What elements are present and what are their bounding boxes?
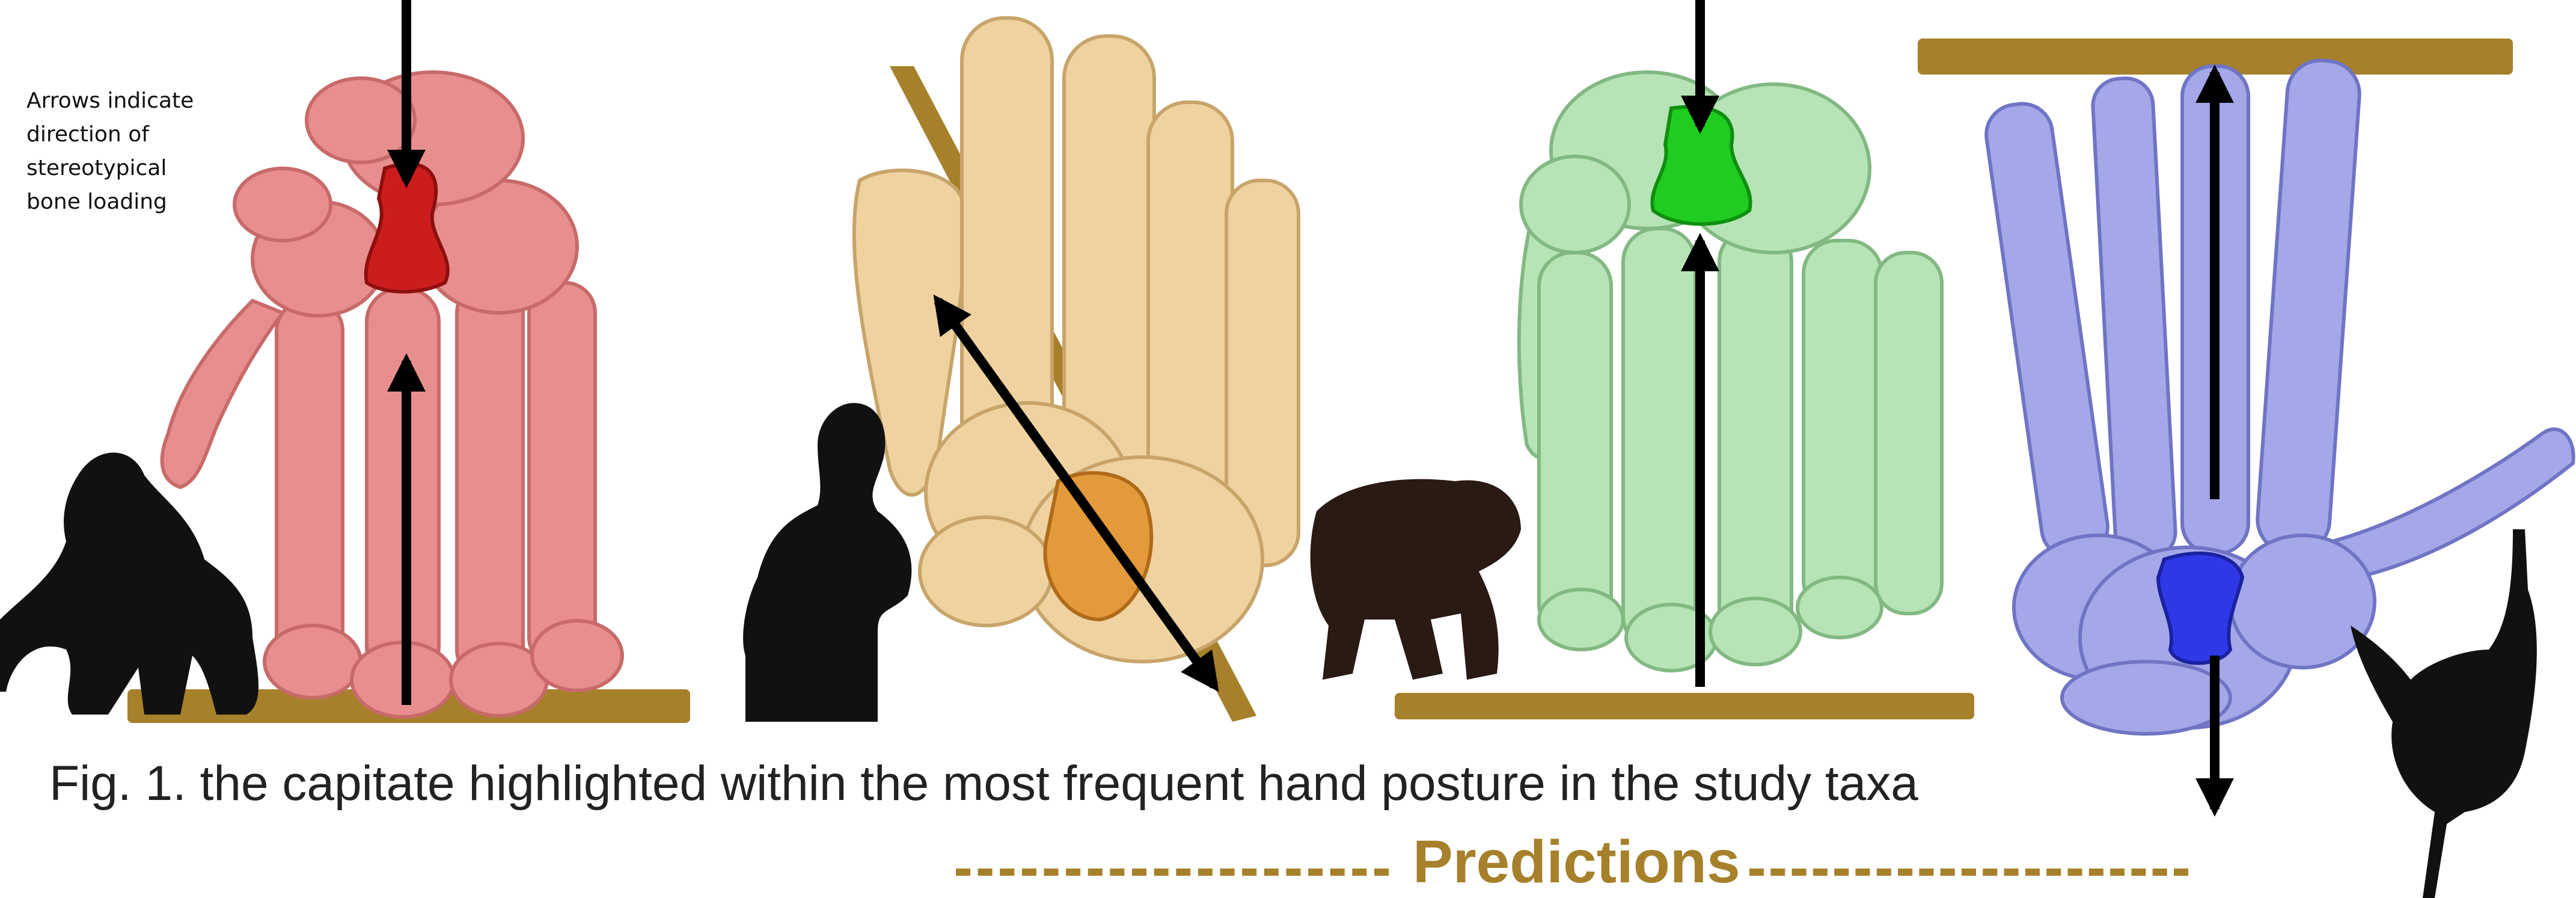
chimpanzee-hand [1311,0,1974,719]
predictions-heading: Predictions [1413,828,1725,897]
arrow-legend-note: Arrows indicate direction of stereotypic… [26,84,225,219]
orangutan-silhouette-icon [2351,529,2537,898]
orangutan-bones [1983,58,2574,734]
orangutan-capitate [2158,553,2242,663]
orangutan-hand [1918,38,2574,898]
chimpanzee-ground-surface [1395,693,1974,719]
human-hand [743,18,1299,722]
predictions-header: Predictions [956,831,2200,897]
divider-left [956,869,1389,883]
chimpanzee-silhouette-icon [1311,479,1521,680]
gorilla-silhouette-icon [0,453,259,715]
figure-caption: Fig. 1. the capitate highlighted within … [49,755,1918,812]
divider-right [1749,869,2188,883]
